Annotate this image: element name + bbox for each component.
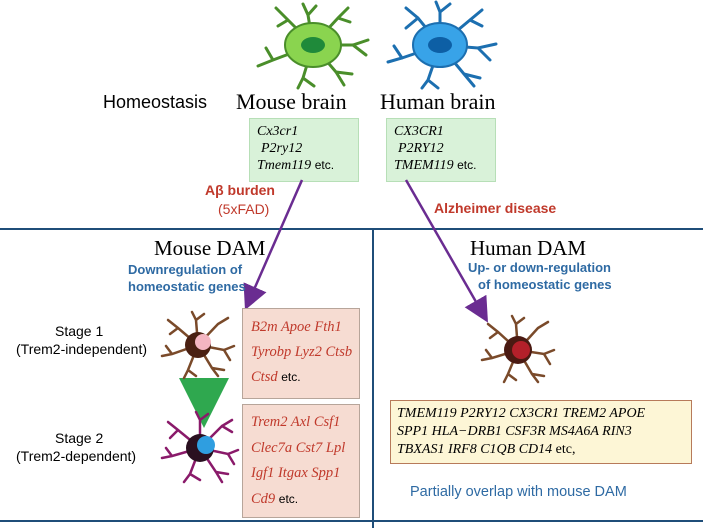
overlap-note: Partially overlap with mouse DAM <box>410 484 627 500</box>
stage1-gene-line: B2m Apoe Fth1 <box>251 319 342 335</box>
human-dam-etc: etc, <box>555 442 576 457</box>
vertical-divider <box>372 228 374 528</box>
stage1-label: Stage 1 <box>55 323 104 339</box>
mouse-gene: P2ry12 <box>261 141 303 156</box>
mouse-homeostatic-genes-box: Cx3cr1 P2ry12 Tmem119 etc. <box>249 118 359 182</box>
human-dam-genes-box: TMEM119 P2RY12 CX3CR1 TREM2 APOE SPP1 HL… <box>390 400 692 464</box>
human-arrow <box>404 179 488 323</box>
stage2-gene-line: Igf1 Itgax Spp1 <box>251 465 341 481</box>
stage1-microglia-icon <box>160 310 236 380</box>
mouse-dam-subtitle-1: Downregulation of <box>128 262 243 277</box>
human-dam-gene-line: TBXAS1 IRF8 C1QB CD14 <box>397 442 553 457</box>
mouse-gene: Cx3cr1 <box>257 124 299 139</box>
human-genes-etc: etc. <box>457 158 477 172</box>
stage2-gene-line: Clec7a Cst7 Lpl <box>251 439 346 456</box>
mouse-genes-etc: etc. <box>314 158 335 172</box>
mouse-gene: Tmem119 <box>257 158 312 173</box>
human-gene: P2RY12 <box>398 141 444 156</box>
mouse-arrow <box>243 179 304 311</box>
stage2-etc: etc. <box>278 491 299 506</box>
human-homeostatic-genes-box: CX3CR1 P2RY12 TMEM119 etc. <box>386 118 496 182</box>
human-dam-gene-line: SPP1 HLA−DRB1 CSF3R MS4A6A RIN3 <box>397 424 632 439</box>
mouse-dam-subtitle-2: homeostatic genes <box>128 279 246 294</box>
human-dam-microglia-icon <box>480 314 556 384</box>
alzheimer-disease-label: Alzheimer disease <box>434 200 557 216</box>
stage1-gene-line: Tyrobp Lyz2 Ctsb <box>251 344 353 360</box>
stage2-genes-box: Trem2 Axl Csf1 Clec7a Cst7 Lpl Igf1 Itga… <box>242 404 360 518</box>
human-dam-title: Human DAM <box>470 236 587 260</box>
stage2-gene-line: Trem2 Axl Csf1 <box>251 414 341 430</box>
ab-burden-label: Aβ burden <box>205 182 275 198</box>
stage2-label: Stage 2 <box>55 430 104 446</box>
mouse-dam-title: Mouse DAM <box>154 236 266 260</box>
homeostasis-label: Homeostasis <box>103 92 208 112</box>
5xfad-label: (5xFAD) <box>218 201 270 217</box>
human-gene: CX3CR1 <box>394 124 444 139</box>
stage1-sub: (Trem2-independent) <box>16 341 147 357</box>
stage2-microglia-icon <box>160 410 240 484</box>
stage1-genes-box: B2m Apoe Fth1 Tyrobp Lyz2 Ctsb Ctsd etc. <box>242 308 360 399</box>
mouse-brain-label: Mouse brain <box>236 89 347 114</box>
horizontal-divider-top <box>0 228 703 230</box>
stage2-gene-line: Cd9 <box>251 490 276 507</box>
human-gene: TMEM119 <box>394 158 454 173</box>
mouse-microglia-icon <box>256 2 370 90</box>
human-brain-label: Human brain <box>380 89 496 114</box>
stage2-sub: (Trem2-dependent) <box>16 448 137 464</box>
stage1-etc: etc. <box>281 370 301 384</box>
human-dam-subtitle-1: Up- or down-regulation <box>468 260 611 275</box>
horizontal-divider-bottom <box>0 520 703 522</box>
human-microglia-icon <box>386 0 498 90</box>
human-dam-gene-line: TMEM119 P2RY12 CX3CR1 TREM2 APOE <box>397 406 646 421</box>
human-dam-subtitle-2: of homeostatic genes <box>478 277 612 292</box>
stage1-gene-line: Ctsd <box>251 369 278 385</box>
